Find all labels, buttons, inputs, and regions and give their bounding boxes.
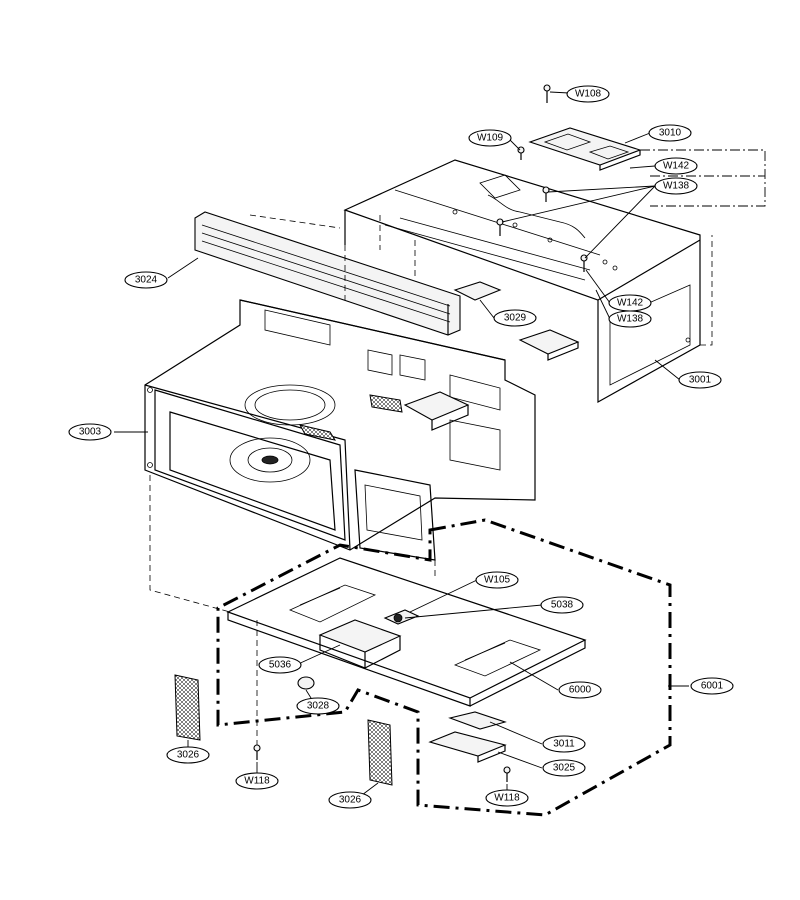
callout-w138b: W138: [608, 310, 652, 328]
callout-label: 3003: [79, 427, 102, 438]
vent-grille: [194, 211, 461, 336]
callout-w138a: W138: [654, 177, 698, 195]
callout-oval: [608, 310, 652, 328]
callout-label: W142: [663, 161, 690, 172]
callout-label: 3026: [339, 795, 362, 806]
callout-label: 3024: [135, 275, 158, 286]
callout-5038: 5038: [540, 596, 584, 614]
duct-3025: [428, 731, 507, 763]
callout-oval: [166, 746, 210, 764]
callout-oval: [68, 423, 112, 441]
callout-label: 3011: [553, 739, 575, 750]
callout-label: W142: [617, 298, 644, 309]
callout-oval: [558, 681, 602, 699]
callout-3029: 3029: [493, 309, 537, 327]
callout-w142b: W142: [608, 294, 652, 312]
callout-oval: [235, 772, 279, 790]
leader-lines: [114, 91, 689, 799]
mounting-plate: [453, 281, 580, 361]
callout-label: 3025: [553, 763, 576, 774]
callout-label: W108: [575, 89, 602, 100]
callout-w105: W105: [475, 571, 519, 589]
callout-oval: [540, 596, 584, 614]
callout-3001: 3001: [678, 371, 722, 389]
callout-label: W118: [494, 793, 520, 804]
callout-3003: 3003: [68, 423, 112, 441]
callout-oval: [124, 271, 168, 289]
callout-w108: W108: [566, 85, 610, 103]
callout-oval: [542, 759, 586, 777]
callout-6001: 6001: [690, 677, 734, 695]
callout-3026a: 3026: [166, 746, 210, 764]
callout-label: 6001: [701, 681, 724, 692]
callout-3025: 3025: [542, 759, 586, 777]
filter-3026-left: [174, 674, 201, 741]
callout-3028: 3028: [296, 697, 340, 715]
callout-label: W138: [663, 181, 690, 192]
top-bracket: [528, 127, 642, 171]
callout-oval: [485, 789, 529, 807]
callout-label: 3010: [659, 128, 682, 139]
cover-3011: [448, 711, 507, 730]
callout-label: W138: [617, 314, 644, 325]
callout-oval: [690, 677, 734, 695]
callout-oval: [566, 85, 610, 103]
callout-label: W118: [244, 776, 270, 787]
callout-3026b: 3026: [328, 791, 372, 809]
callout-oval: [542, 735, 586, 753]
alignment-lines: [149, 149, 766, 745]
callout-label: 3028: [307, 701, 330, 712]
callout-oval: [328, 791, 372, 809]
callout-5036: 5036: [258, 656, 302, 674]
base-plate: [226, 557, 587, 707]
callout-3010: 3010: [648, 124, 692, 142]
callout-oval: [475, 571, 519, 589]
callout-w109: W109: [468, 129, 512, 147]
callout-oval: [678, 371, 722, 389]
callout-oval: [258, 656, 302, 674]
thermistor-3028: [297, 676, 315, 690]
callout-label: W105: [484, 575, 511, 586]
group-boundary-6001: [216, 518, 672, 817]
filter-3026-right: [367, 719, 393, 786]
callout-w118b: W118: [485, 789, 529, 807]
callout-label: 3029: [504, 313, 527, 324]
callout-3011: 3011: [542, 735, 586, 753]
callout-label: W109: [477, 133, 504, 144]
callout-label: 5036: [269, 660, 292, 671]
callout-6000: 6000: [558, 681, 602, 699]
callout-w142a: W142: [654, 157, 698, 175]
callout-label: 3001: [689, 375, 712, 386]
callout-label: 6000: [569, 685, 592, 696]
callout-oval: [296, 697, 340, 715]
callout-oval: [654, 157, 698, 175]
callout-oval: [468, 129, 512, 147]
inner-cavity: [144, 299, 536, 561]
callout-oval: [654, 177, 698, 195]
callout-label: 3026: [177, 750, 200, 761]
callout-w118a: W118: [235, 772, 279, 790]
screws: [253, 84, 588, 782]
callout-label: 5038: [551, 600, 574, 611]
callout-oval: [648, 124, 692, 142]
callout-oval: [493, 309, 537, 327]
callout-3024: 3024: [124, 271, 168, 289]
